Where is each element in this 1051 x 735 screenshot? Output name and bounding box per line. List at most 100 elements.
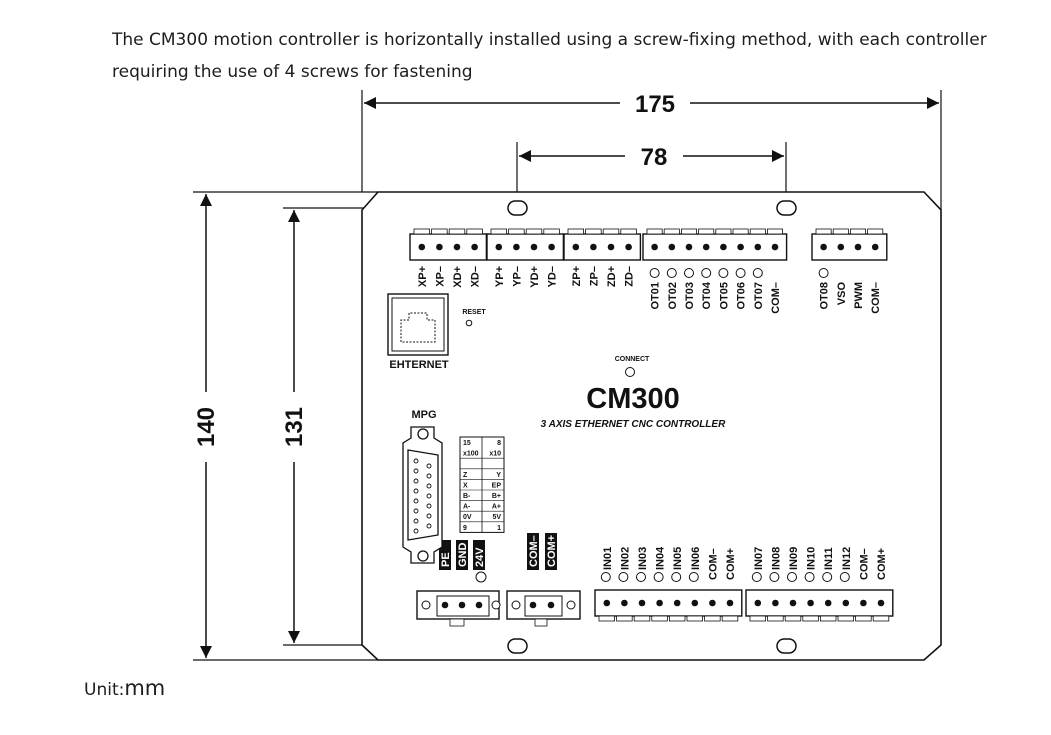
terminal-screw: [638, 599, 646, 607]
com-terminal-label: COM–: [528, 535, 540, 567]
unit-note: Unit:mm: [84, 676, 165, 700]
mpg-pin-left-label: 15: [463, 440, 471, 447]
top-terminal-blocks: [409, 228, 888, 261]
terminal-screw: [754, 243, 762, 251]
output-led: [666, 268, 677, 278]
input-terminal-label: IN07: [753, 547, 765, 570]
hole-spacing-label: 78: [641, 144, 668, 171]
body-height-label: 131: [281, 407, 308, 447]
connect-label: CONNECT: [615, 356, 650, 363]
input-terminal-label: COM–: [858, 548, 870, 580]
bottom-terminal-blocks: [416, 589, 894, 627]
input-terminal-label: IN10: [806, 547, 818, 570]
output-led: [718, 268, 729, 278]
terminal-block-com: [506, 590, 581, 627]
input-terminal-label: IN01: [602, 547, 614, 570]
terminal-screw: [877, 599, 885, 607]
terminal-screw: [495, 243, 503, 251]
mpg-connector-pins: [413, 458, 432, 534]
unit-value: mm: [124, 676, 166, 700]
terminal-screw: [771, 243, 779, 251]
terminal-screw: [418, 243, 426, 251]
input-led: [822, 572, 833, 582]
input-led: [839, 572, 850, 582]
output-terminal-label: OT08: [819, 282, 831, 310]
terminal-screw: [871, 243, 879, 251]
terminal-screw: [842, 599, 850, 607]
input-terminal-label: IN08: [770, 547, 782, 570]
axis-terminal-label: YD–: [547, 266, 559, 287]
overall-height-label: 140: [193, 407, 220, 447]
input-terminal-label: IN03: [637, 547, 649, 570]
reset-label: RESET: [462, 309, 486, 316]
axis-terminal-label: XP–: [434, 266, 446, 287]
unit-prefix: Unit:: [84, 680, 125, 700]
terminal-block-z: [563, 228, 642, 261]
terminal-screw: [651, 243, 658, 251]
terminal-screw: [673, 599, 681, 607]
terminal-block-power: [416, 590, 501, 627]
terminal-screw: [590, 243, 597, 251]
output-terminal-label: VSO: [836, 282, 848, 306]
mpg-pin-right-label: x10: [489, 451, 501, 458]
axis-terminal-label: XD–: [470, 266, 482, 287]
axis-terminal-label: ZD–: [624, 266, 636, 287]
terminal-screw: [436, 243, 443, 251]
mpg-pin-left-label: 0V: [463, 514, 472, 521]
terminal-screw: [548, 243, 555, 251]
output-terminal-label: OT04: [701, 281, 713, 309]
output-terminal-label: PWM: [853, 282, 865, 309]
terminal-screw: [513, 243, 520, 251]
input-terminal-label: IN04: [655, 546, 667, 570]
terminal-block-inputs-1: [594, 589, 743, 622]
terminal-screw: [685, 243, 693, 251]
input-terminal-label: IN11: [823, 547, 835, 570]
input-led: [636, 572, 646, 582]
output-terminal-label: OT07: [753, 282, 765, 310]
input-led: [653, 572, 664, 582]
output-terminal-label: OT01: [650, 282, 662, 310]
terminal-screw: [789, 599, 797, 607]
terminal-screw: [837, 243, 845, 251]
ethernet-label: EHTERNET: [389, 359, 449, 371]
output-terminal-label: COM–: [870, 282, 882, 314]
terminal-screw: [702, 243, 710, 251]
terminal-screw: [572, 243, 580, 251]
mpg-pin-left-label: A-: [463, 504, 471, 511]
terminal-screw: [471, 243, 478, 251]
output-led: [735, 268, 746, 278]
input-led: [787, 572, 797, 582]
input-led: [671, 572, 682, 582]
input-terminal-label: IN12: [841, 547, 853, 570]
controller-body: [361, 191, 942, 661]
terminal-screw: [453, 243, 461, 251]
input-led: [600, 572, 611, 582]
mpg-label: MPG: [411, 409, 436, 421]
output-terminal-label: OT02: [667, 282, 679, 310]
input-terminal-label: IN05: [672, 547, 684, 570]
mpg-pin-left-label: x100: [463, 451, 479, 458]
reset-button: [465, 319, 473, 327]
mpg-pin-right-label: Y: [496, 472, 501, 479]
axis-terminal-label: ZP–: [588, 266, 600, 286]
mpg-pin-left-label: X: [463, 482, 468, 489]
input-led: [769, 572, 780, 582]
mpg-pin-left-label: 9: [463, 525, 467, 532]
ethernet-port: [387, 293, 449, 356]
input-terminal-label: COM+: [725, 548, 737, 580]
axis-terminal-label: YP+: [494, 266, 506, 287]
terminal-screw: [607, 243, 615, 251]
axis-terminal-label: YD+: [529, 266, 541, 288]
terminal-screw: [603, 599, 611, 607]
terminal-screw: [772, 599, 779, 607]
input-led: [618, 572, 629, 582]
dimension-lines: [200, 97, 939, 658]
terminal-screw: [668, 243, 676, 251]
mpg-pin-right-label: 1: [497, 525, 501, 532]
terminal-screw: [820, 243, 827, 251]
mpg-db15-connector: [402, 426, 443, 564]
terminal-screw: [621, 599, 628, 607]
output-terminal-label: COM–: [770, 282, 782, 314]
axis-terminal-label: XD+: [452, 266, 464, 288]
